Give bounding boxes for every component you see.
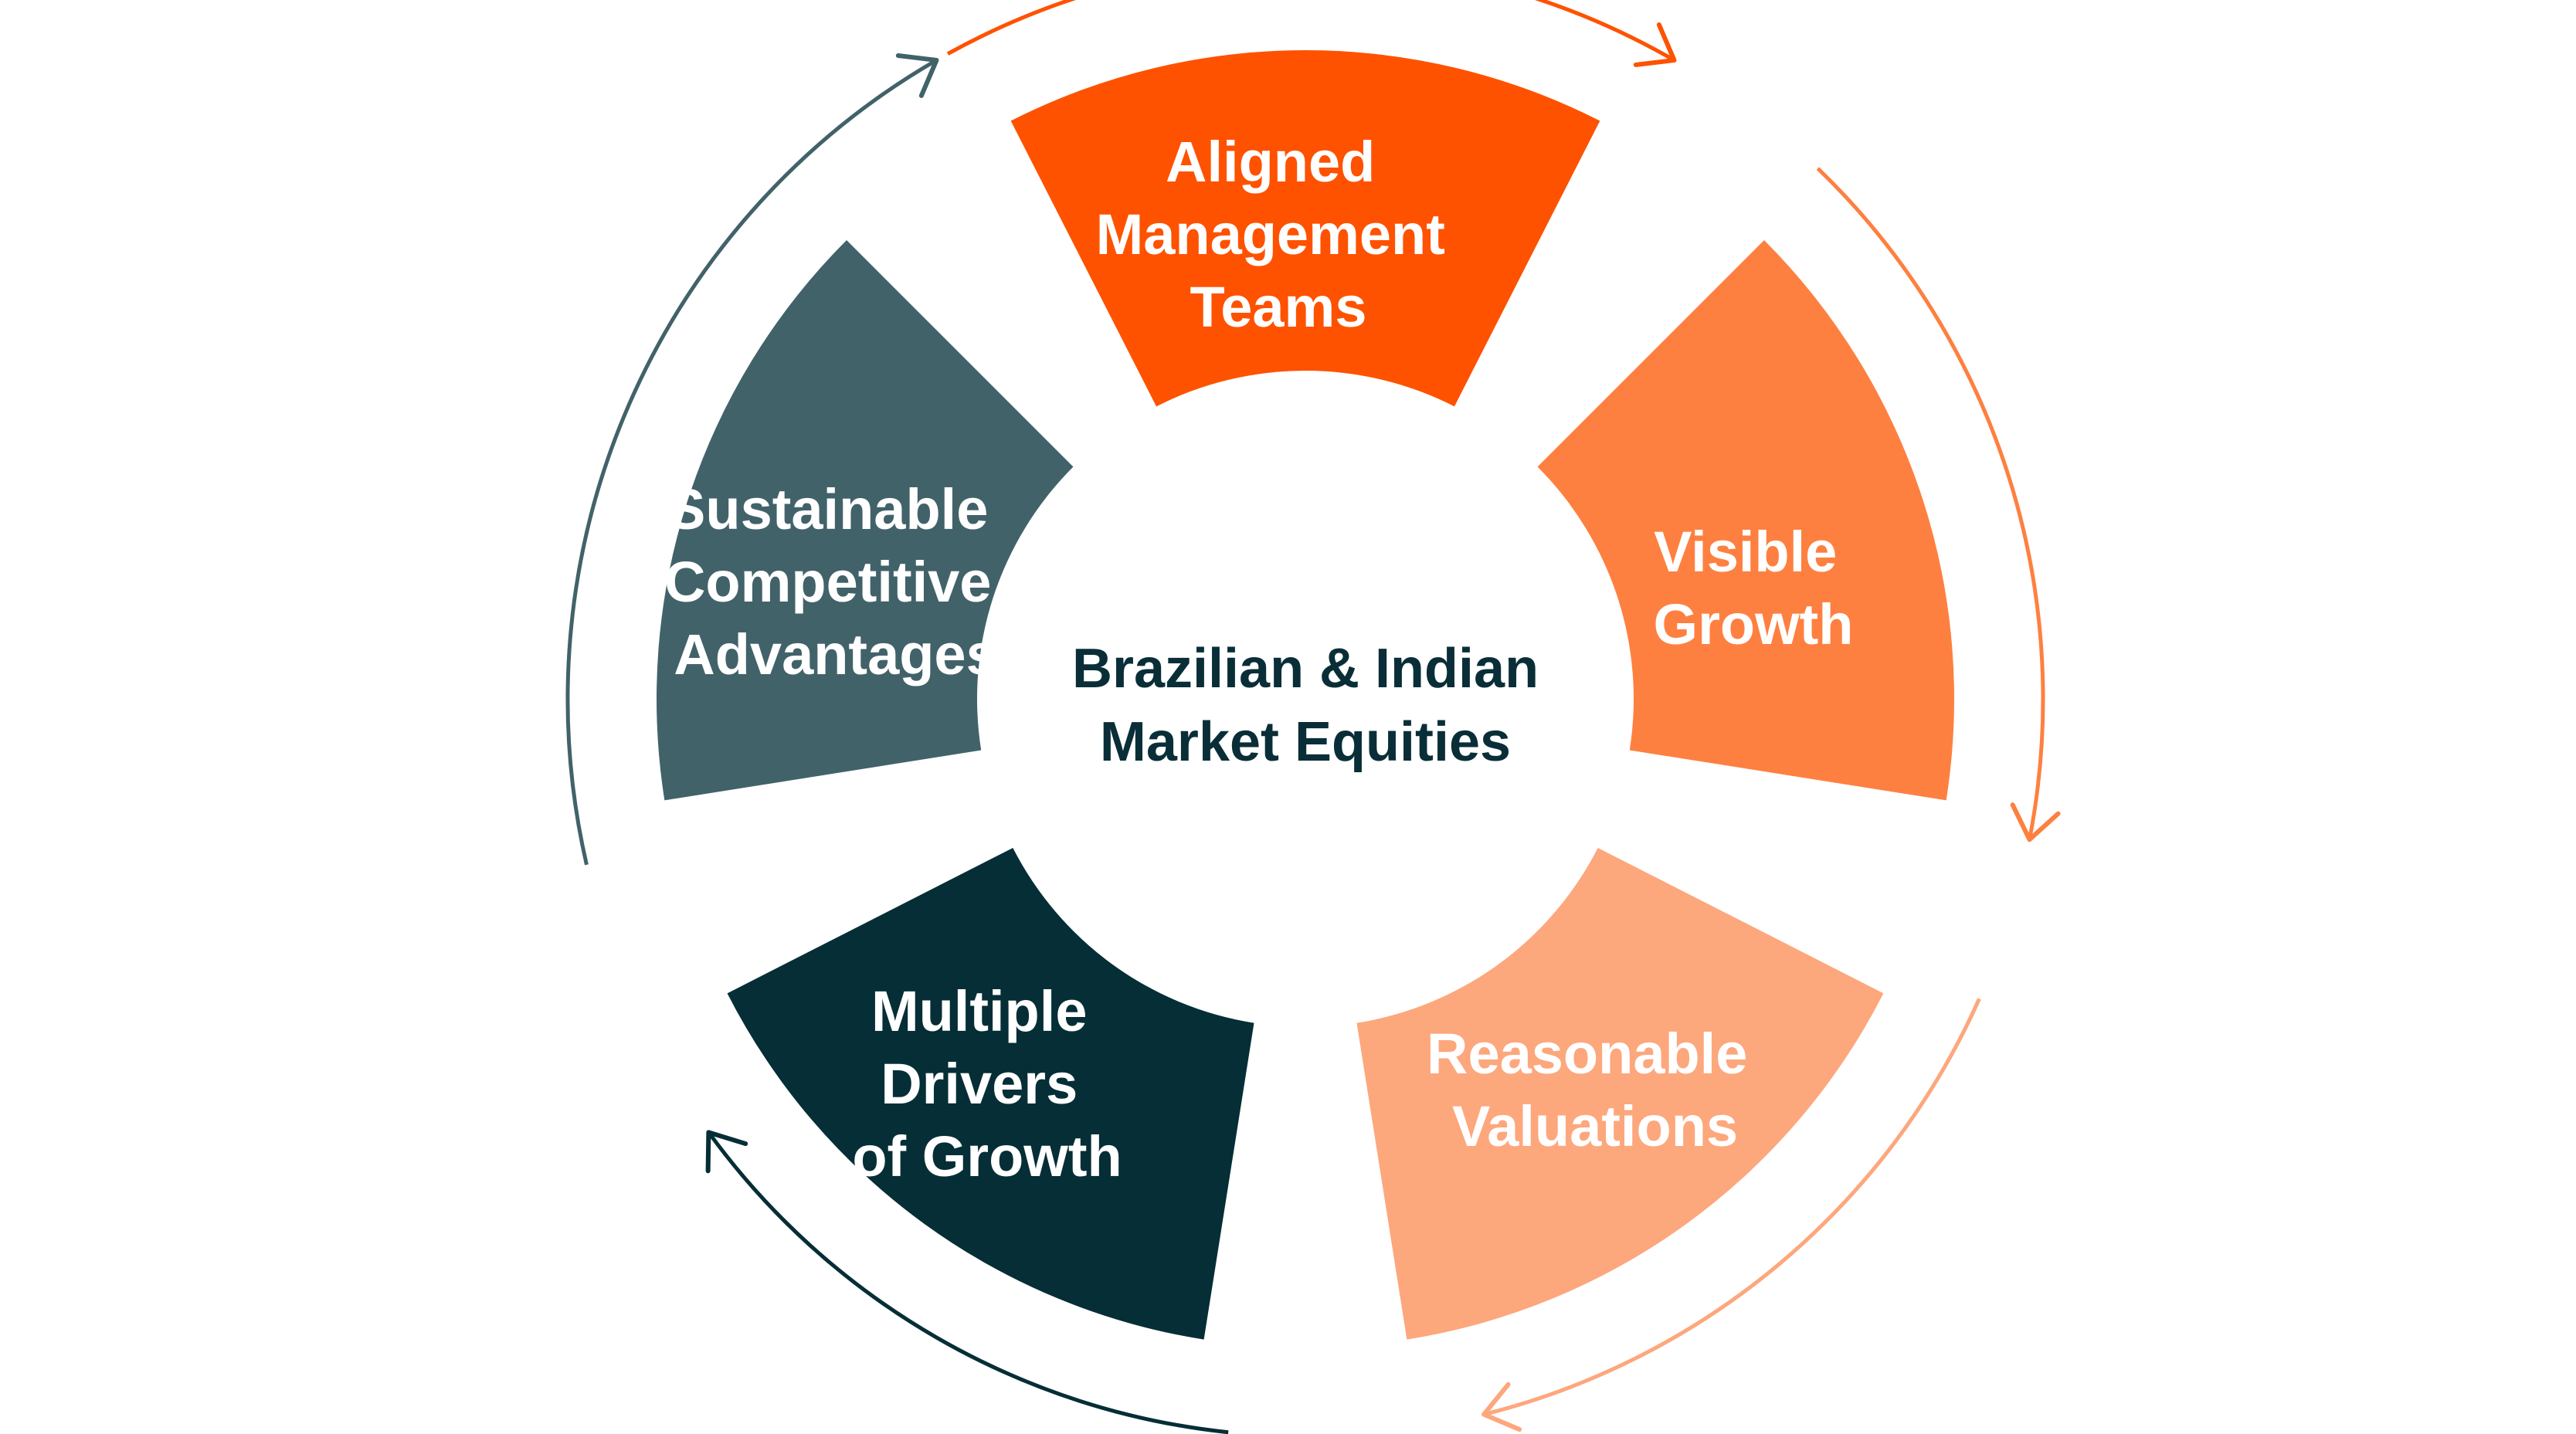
arrow-lower-right-head-icon — [1481, 1381, 1522, 1432]
segment-reasonable-valuations: Reasonable Valuations — [1356, 847, 1884, 1340]
segment-shape-aligned-management-teams — [1010, 49, 1600, 407]
arrow-left-head-icon — [895, 53, 939, 98]
segment-shape-multiple-drivers-of-growth — [727, 847, 1254, 1340]
segment-shape-reasonable-valuations — [1356, 847, 1884, 1340]
segment-aligned-management-teams: Aligned Management Teams — [1010, 49, 1600, 407]
segment-shape-visible-growth — [1537, 240, 1954, 801]
cycle-arrows — [565, 0, 2061, 1434]
center-label-line-2: Market Equities — [1100, 711, 1511, 773]
arrow-lower-right-arc — [1483, 998, 1981, 1417]
segment-label-visible-growth: Visible Growth — [1654, 520, 1854, 656]
arrow-top-arc — [946, 0, 1675, 63]
segment-visible-growth: Visible Growth — [1537, 240, 1954, 801]
cycle-segments: Aligned Management Teams Visible Growth … — [657, 49, 1954, 1340]
arrow-bottom-arc — [707, 1131, 1229, 1434]
segment-multiple-drivers-of-growth: Multiple Drivers of Growth — [727, 847, 1254, 1340]
segment-label-aligned-management-teams: Aligned Management Teams — [1096, 130, 1461, 339]
segment-label-multiple-drivers-of-growth: Multiple Drivers of Growth — [852, 979, 1122, 1188]
arrow-left-arc — [565, 58, 938, 866]
arrow-right-head-icon — [2010, 802, 2061, 842]
center-label-group: Brazilian & Indian Market Equities — [1072, 638, 1539, 773]
segment-label-reasonable-valuations: Reasonable Valuations — [1427, 1022, 1763, 1158]
arrow-top-head-icon — [1633, 22, 1677, 67]
center-label-line-1: Brazilian & Indian — [1072, 638, 1539, 700]
segment-label-sustainable-competitive-advantages: Sustainable Competitive Advantages — [664, 477, 1007, 686]
segment-sustainable-competitive-advantages: Sustainable Competitive Advantages — [657, 240, 1074, 801]
segment-shape-sustainable-competitive-advantages — [657, 240, 1074, 801]
arrow-bottom-head-icon — [705, 1130, 748, 1174]
arrow-right-arc — [1816, 167, 2045, 840]
